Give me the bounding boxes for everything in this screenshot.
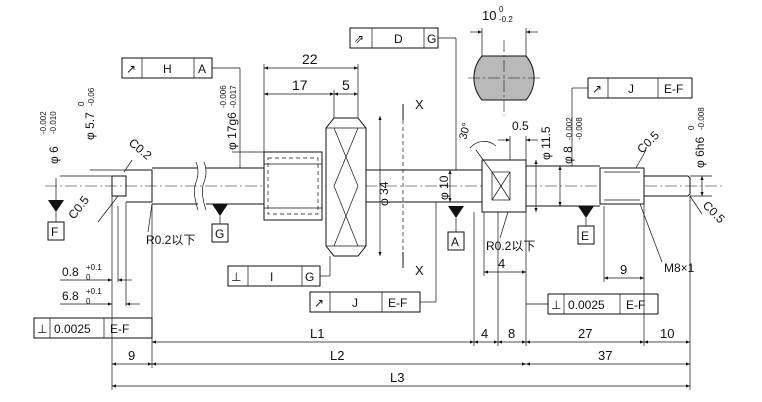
dim-5: 5 [342,77,350,93]
dim-10-top-tol-up: 0 [499,5,504,14]
frame-j-top-symbol: ↗ [592,82,602,96]
frame-i-symbol: ⊥ [231,270,241,284]
frame-perp-right-value: 0.0025 [568,298,605,312]
frame-h-symbol: ↗ [126,62,136,76]
dim-l2: L2 [330,348,344,363]
dim-phi-5-7-tol-up: 0 [77,101,86,106]
dim-phi-17g6-tol-lo: -0.017 [229,85,238,108]
dim-37: 37 [598,348,612,363]
radius-r02-right: R0.2以下 [486,239,535,253]
dim-6-8-tol-lo: 0 [86,297,91,306]
frame-j-top-label: J [628,82,634,96]
dim-8-bottom: 8 [508,326,515,341]
frame-h-label: H [163,62,172,76]
datum-e: E [581,229,589,243]
frame-perp-right-datum: E-F [626,298,645,312]
dim-30deg: 30° [457,122,473,141]
chamfer-c05-left: C0.5 [65,193,92,222]
dim-10-bottom: 10 [660,326,674,341]
frame-j-bottom [309,202,437,313]
frame-j-bottom-datum: E-F [388,296,407,310]
dim-phi-6h6: φ 6h6 [693,137,707,168]
dim-0-8-tol-up: +0.1 [86,263,102,272]
dim-9-left: 9 [128,348,135,363]
dim-9-right: 9 [620,262,627,277]
dim-phi-6-tol-lo: -0.010 [49,111,58,134]
dim-phi-17g6: φ 17g6 [225,112,239,150]
dim-phi-6h6-tol-lo: -0.008 [697,107,706,130]
radius-r02-left: R0.2以下 [146,233,195,247]
frame-d-datum: G [427,32,436,46]
dim-17: 17 [292,77,308,93]
frame-h [121,57,241,168]
frame-perp-left-value: 0.0025 [54,322,91,336]
diameter-leaders [60,116,712,256]
cross-section-view [468,28,540,116]
frame-j-bottom-symbol: ↗ [314,296,324,310]
frame-d-symbol: ⇗ [354,32,364,46]
dim-phi-5-7-tol-lo: -0.06 [87,87,96,106]
frame-j-bottom-label: J [352,296,358,310]
datum-markers [47,178,595,251]
datum-f: F [51,225,58,239]
frame-i [227,256,331,287]
dim-phi-11-5: φ 11.5 [539,126,553,160]
frame-perp-left-symbol: ⊥ [37,322,47,336]
datum-g: G [215,227,224,241]
dim-phi-6h6-tol-up: 0 [687,125,696,130]
dim-phi-10-shaft: φ 10 [437,175,451,200]
dim-0-5: 0.5 [512,119,529,133]
dim-27: 27 [578,326,592,341]
thread-m8x1: M8×1 [664,261,695,275]
dim-phi-8-tol-up: -0.002 [565,117,574,140]
dim-lines-top [263,64,359,152]
frame-perp-left [33,317,153,339]
datum-a: A [451,235,459,249]
dim-l3: L3 [390,370,404,385]
dim-10-top-tol-lo: -0.2 [499,15,513,24]
dim-0-8-tol-lo: 0 [86,273,91,282]
shaft-outline [111,117,691,257]
frame-i-datum: G [305,270,314,284]
frame-j-top [571,77,693,166]
chamfer-c05-right-top: C0.5 [634,128,662,156]
dim-phi-6: φ 6 [47,146,61,164]
frame-j-top-datum: E-F [664,82,683,96]
dim-l1: L1 [310,326,324,341]
dim-4-bottom: 4 [481,326,488,341]
dim-phi-6-tol-up: -0.002 [39,111,48,134]
dim-6-8: 6.8 [62,289,79,303]
dim-phi-8: φ 8 [561,146,575,164]
frame-d [349,27,457,170]
section-mark-x-bottom: X [415,263,424,278]
dim-phi-17g6-tol-up: -0.006 [219,85,228,108]
frame-perp-right [526,293,659,315]
chamfer-c05-right-bottom: C0.5 [700,198,728,226]
frame-i-label: I [270,270,273,284]
dim-lines-right [483,204,645,346]
dim-phi-5-7: φ 5.7 [83,112,97,140]
frame-perp-left-datum: E-F [110,322,129,336]
dim-phi-34: φ 34 [377,181,391,206]
dim-10-top: 10 [482,8,496,23]
dim-phi-8-tol-lo: -0.008 [575,117,584,140]
dim-lines-bottom [112,196,691,390]
dim-lines-lower-left [60,196,140,390]
dim-0-8: 0.8 [62,265,79,279]
frame-perp-right-symbol: ⊥ [551,298,561,312]
section-mark-x-top: X [415,97,424,112]
dim-22: 22 [302,51,318,67]
frame-d-label: D [394,32,403,46]
dim-4-right: 4 [498,256,505,271]
frame-h-datum: A [198,62,206,76]
chamfer-c02: C0.2 [126,136,155,163]
chamfer-leaders [97,136,703,263]
dim-6-8-tol-up: +0.1 [86,287,102,296]
